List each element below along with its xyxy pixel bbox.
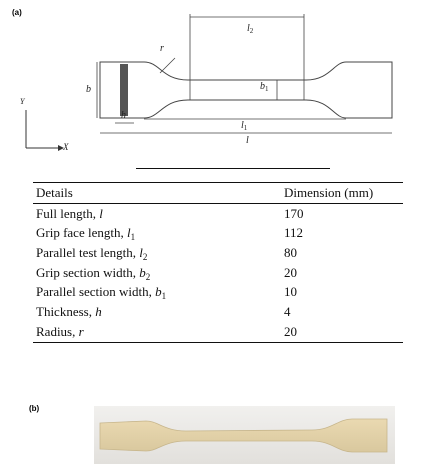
label-b1: b1 — [260, 81, 269, 93]
dimension-value: 170 — [284, 205, 304, 221]
r-leader — [159, 57, 176, 74]
label-l: l — [246, 135, 249, 146]
detail-symbol-subscript: 1 — [130, 232, 136, 243]
detail-cell: Parallel section width, b1 — [33, 282, 281, 302]
dimension-value: 10 — [284, 284, 297, 300]
specimen-outline — [99, 61, 393, 119]
detail-cell: Grip section width, b2 — [33, 263, 281, 283]
detail-cell: Full length, l — [33, 203, 281, 223]
dimension-value: 20 — [284, 323, 297, 339]
header-details: Details — [36, 184, 73, 200]
specimen-shape — [99, 418, 388, 453]
panel-label-b: (b) — [29, 404, 40, 413]
axis-x-label: X — [63, 142, 69, 152]
dimension-value: 112 — [284, 225, 304, 241]
separator-line — [136, 168, 330, 169]
detail-cell: Grip face length, l1 — [33, 223, 281, 243]
detail-cell: Thickness, h — [33, 302, 281, 322]
header-dimension: Dimension (mm) — [284, 184, 374, 200]
detail-symbol-subscript: 2 — [142, 251, 148, 262]
detail-cell: Parallel test length, l2 — [33, 243, 281, 263]
dimension-value: 80 — [284, 244, 297, 260]
label-l2: l2 — [247, 23, 254, 35]
detail-label: Grip section width, — [36, 264, 140, 280]
printed-specimen — [94, 406, 395, 464]
detail-symbol: b — [155, 284, 162, 300]
detail-symbol: h — [95, 303, 102, 319]
detail-label: Parallel section width, — [36, 284, 156, 300]
detail-symbol: l — [139, 244, 143, 260]
x-axis-arrow — [58, 145, 64, 151]
detail-label: Grip face length, — [36, 225, 127, 241]
label-b: b — [86, 84, 91, 95]
dogbone-schematic — [25, 14, 393, 151]
label-r: r — [160, 43, 164, 54]
grip-band — [120, 64, 128, 116]
dimension-value: 20 — [284, 264, 297, 280]
detail-label: Thickness, — [36, 303, 96, 319]
detail-symbol-subscript: 2 — [145, 271, 151, 282]
panel-label-a: (a) — [12, 8, 22, 17]
detail-label: Radius, — [36, 323, 79, 339]
axis-y-label: Y — [20, 97, 25, 106]
table-header-row: Details Dimension (mm) — [33, 182, 403, 204]
detail-symbol: r — [78, 323, 84, 339]
detail-symbol-subscript: 1 — [161, 291, 167, 302]
detail-label: Full length, — [36, 205, 100, 221]
detail-symbol: b — [139, 264, 146, 280]
specimen-photo — [94, 406, 395, 464]
label-l1: l1 — [241, 120, 248, 132]
detail-label: Parallel test length, — [36, 244, 140, 260]
label-h: h — [121, 110, 126, 121]
detail-cell: Radius, r — [33, 322, 281, 342]
detail-symbol: l — [126, 225, 131, 241]
dimension-value: 4 — [284, 303, 291, 319]
detail-symbol: l — [99, 205, 103, 221]
